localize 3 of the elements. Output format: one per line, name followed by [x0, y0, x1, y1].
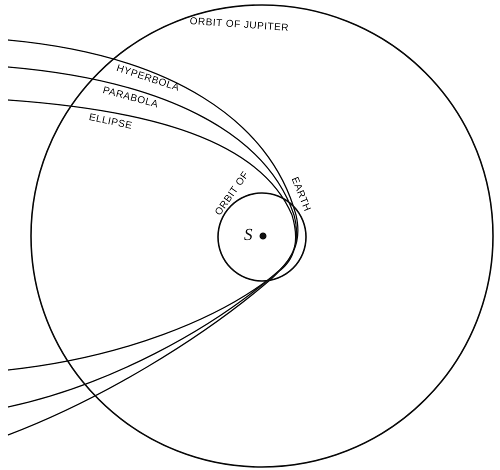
orbit-label: ORBIT OF JUPITER [189, 17, 290, 34]
curve-label: ELLIPSE [88, 113, 134, 132]
sun-label: S [244, 226, 252, 243]
